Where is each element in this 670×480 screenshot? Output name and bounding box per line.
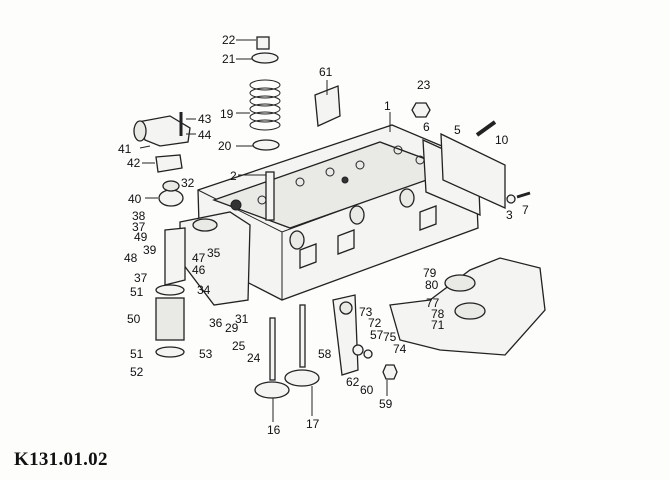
water-outlet-41 xyxy=(137,115,191,147)
washer-62 xyxy=(352,344,364,356)
label-43: 43 xyxy=(198,112,212,126)
cover-plate-5 xyxy=(440,132,506,210)
label-71: 71 xyxy=(431,318,445,332)
label-51-top: 51 xyxy=(130,285,144,299)
label-50: 50 xyxy=(127,312,141,326)
label-16: 16 xyxy=(267,423,281,437)
nut-23 xyxy=(411,102,431,118)
clamp-51-bottom xyxy=(155,346,185,358)
label-37-top: 37 xyxy=(132,220,146,234)
label-52: 52 xyxy=(130,365,144,379)
thermostat-40 xyxy=(158,189,184,207)
diagram-reference-code: K131.01.02 xyxy=(14,449,108,470)
label-40: 40 xyxy=(128,192,142,206)
washer-3 xyxy=(506,194,516,204)
valve-cap-22 xyxy=(256,36,270,50)
label-80: 80 xyxy=(425,278,439,292)
gasket-42 xyxy=(155,154,183,173)
label-21: 21 xyxy=(222,52,236,66)
label-49: 49 xyxy=(134,230,148,244)
label-17: 17 xyxy=(306,417,320,431)
label-10: 10 xyxy=(495,133,509,147)
label-41: 41 xyxy=(118,142,132,156)
part-labels: 22 21 61 23 1 19 43 44 41 20 6 5 10 42 2… xyxy=(118,33,529,437)
valve-spring-19 xyxy=(249,79,281,131)
bolt-7 xyxy=(516,191,531,199)
label-22: 22 xyxy=(222,33,236,47)
label-74: 74 xyxy=(393,342,407,356)
label-34: 34 xyxy=(197,283,211,297)
label-29: 29 xyxy=(225,321,239,335)
label-57: 57 xyxy=(370,328,384,342)
label-44: 44 xyxy=(198,128,212,142)
label-42: 42 xyxy=(127,156,141,170)
label-7: 7 xyxy=(522,203,529,217)
valve-guide-2 xyxy=(265,171,275,221)
label-25: 25 xyxy=(232,339,246,353)
spring-seat-20 xyxy=(252,139,280,151)
label-51-bottom: 51 xyxy=(130,347,144,361)
label-46: 46 xyxy=(192,263,206,277)
leader-lines xyxy=(139,39,391,199)
label-78: 78 xyxy=(431,307,445,321)
label-1: 1 xyxy=(384,99,391,113)
label-35: 35 xyxy=(207,246,221,260)
label-53: 53 xyxy=(199,347,213,361)
bracket-61 xyxy=(314,85,341,127)
label-39: 39 xyxy=(143,243,157,257)
label-32: 32 xyxy=(181,176,195,190)
label-3: 3 xyxy=(506,208,513,222)
label-61: 61 xyxy=(319,65,333,79)
hose-50 xyxy=(155,297,185,341)
label-31: 31 xyxy=(235,312,249,326)
spring-retainer-21 xyxy=(251,52,279,64)
washer-60 xyxy=(363,349,373,359)
label-20: 20 xyxy=(218,139,232,153)
lifting-eye-57 xyxy=(332,294,359,376)
nut-59 xyxy=(382,364,398,380)
clamp-51-top xyxy=(155,284,185,296)
label-73: 73 xyxy=(359,305,373,319)
label-48: 48 xyxy=(124,251,138,265)
valve-16 xyxy=(254,317,290,399)
label-75: 75 xyxy=(383,330,397,344)
label-79: 79 xyxy=(423,266,437,280)
label-24: 24 xyxy=(247,351,261,365)
label-62: 62 xyxy=(346,375,360,389)
label-47: 47 xyxy=(192,251,206,265)
label-23: 23 xyxy=(417,78,431,92)
label-60: 60 xyxy=(360,383,374,397)
label-37-bottom: 37 xyxy=(134,271,148,285)
label-6: 6 xyxy=(423,120,430,134)
label-59: 59 xyxy=(379,397,393,411)
label-2: 2 xyxy=(230,169,237,183)
valve-17 xyxy=(284,304,320,387)
label-58: 58 xyxy=(318,347,332,361)
label-72: 72 xyxy=(368,316,382,330)
sensor-10 xyxy=(475,120,497,137)
label-36: 36 xyxy=(209,316,223,330)
label-5: 5 xyxy=(454,123,461,137)
label-38: 38 xyxy=(132,209,146,223)
label-19: 19 xyxy=(220,107,234,121)
label-77: 77 xyxy=(426,296,440,310)
hose-elbow xyxy=(164,227,186,286)
